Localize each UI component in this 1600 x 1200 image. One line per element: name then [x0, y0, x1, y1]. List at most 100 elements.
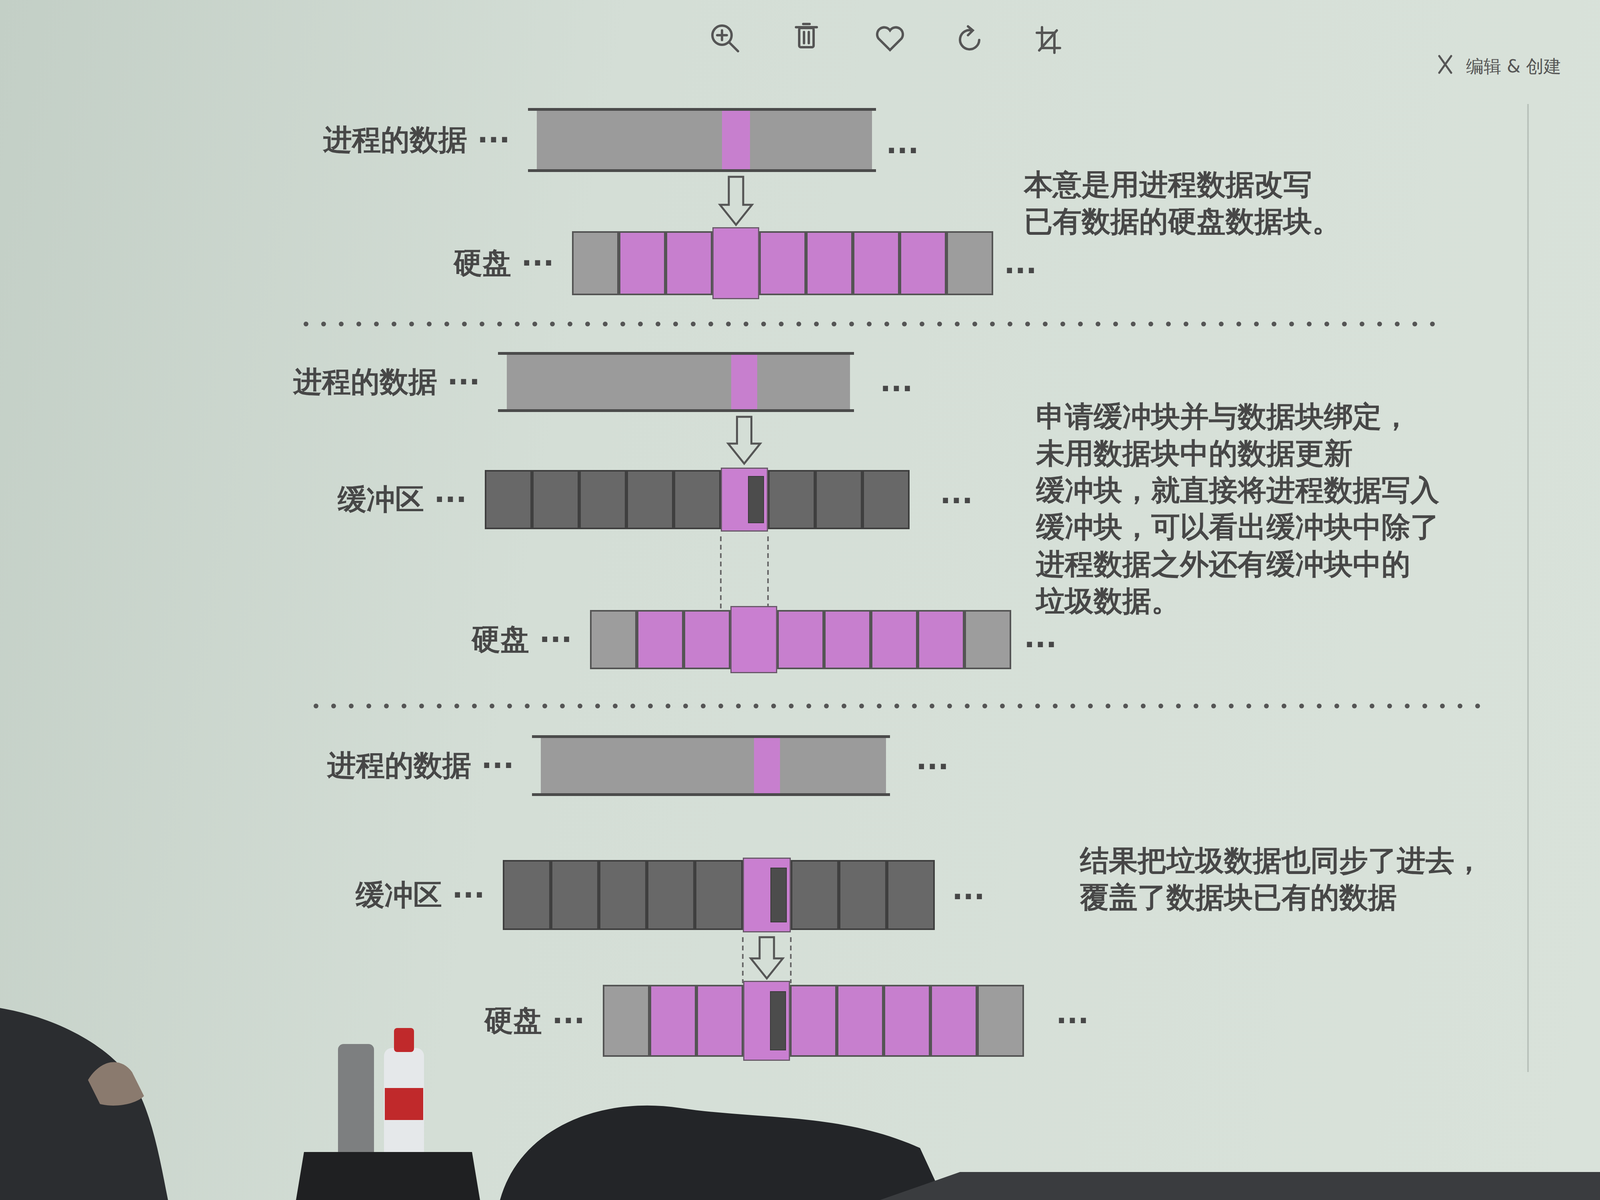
separator-dot	[1183, 321, 1189, 327]
buffer-block	[550, 860, 599, 930]
separator-dot	[338, 321, 344, 327]
separator-dot	[1324, 321, 1330, 327]
buffer-bar: 缓冲区 ···	[484, 470, 910, 530]
separator-dot	[876, 703, 882, 709]
separator-dot	[374, 321, 379, 327]
separator-dot	[1025, 321, 1030, 327]
separator-dot	[1334, 703, 1340, 709]
separator-dot	[1218, 321, 1224, 327]
separator-dot	[1211, 703, 1216, 709]
separator-dot	[1158, 703, 1164, 709]
separator-dot	[673, 321, 678, 327]
separator-dot	[849, 321, 854, 327]
disk-block	[883, 984, 931, 1057]
disk-block	[649, 984, 697, 1057]
toolbar-text: 编辑 & 创建	[1466, 55, 1562, 78]
separator-dot	[1017, 703, 1023, 709]
separator-dot	[391, 321, 397, 327]
separator-dot	[990, 321, 995, 327]
toolbar-icons	[712, 24, 1452, 73]
disk-bar: 硬盘 ···	[572, 231, 994, 296]
separator-dot	[595, 703, 600, 709]
separator-dot	[1176, 703, 1181, 709]
separator-dot	[894, 703, 900, 709]
separator-dot	[954, 321, 960, 327]
separator-dot	[1387, 703, 1392, 709]
disk-block	[790, 984, 837, 1057]
separator-dot	[1359, 321, 1365, 327]
disk-block	[777, 610, 824, 670]
buffer-block	[815, 470, 863, 530]
separator-dot	[982, 703, 988, 709]
separator-dot	[303, 321, 309, 327]
target-disk-block	[730, 606, 778, 674]
separator-dot	[419, 703, 424, 709]
separator-dot	[560, 703, 565, 709]
separator-dot	[462, 321, 467, 327]
disk-block	[917, 610, 965, 670]
target-disk-block	[743, 980, 790, 1061]
separator-dot	[912, 703, 917, 709]
separator-dot	[638, 321, 643, 327]
separator-dot	[753, 703, 759, 709]
separator-dot	[313, 703, 319, 709]
separator-dot	[630, 703, 636, 709]
separator-dot	[1088, 703, 1093, 709]
row-label: 进程的数据 ···	[293, 362, 480, 402]
separator-dot	[736, 703, 741, 709]
separator-dot	[831, 321, 837, 327]
separator-dot	[690, 321, 696, 327]
separator-dot	[1193, 703, 1199, 709]
separator-dot	[401, 703, 407, 709]
separator-dot	[1000, 703, 1005, 709]
hollow-arrow	[728, 416, 761, 464]
ellipsis: ···	[1056, 1002, 1089, 1039]
buffer-bar: 缓冲区 ···	[502, 860, 935, 930]
separator-dot	[436, 703, 442, 709]
buffer-block	[626, 470, 674, 530]
separator-dot	[1412, 321, 1418, 327]
separator-dot	[1377, 321, 1382, 327]
separator-dot	[1352, 703, 1357, 709]
note-text: 申请缓冲块并与数据块绑定， 未用数据块中的数据更新 缓冲块，就直接将进程数据写入…	[1036, 398, 1454, 620]
separator-dot	[726, 321, 731, 327]
separator-dot	[824, 703, 829, 709]
separator-dot	[1369, 703, 1375, 709]
ellipsis: ···	[886, 132, 919, 169]
separator-dot	[444, 321, 450, 327]
separator-dot	[1035, 703, 1040, 709]
separator-dot	[454, 703, 460, 709]
dotted-separator	[303, 321, 1435, 327]
disk-block	[590, 610, 637, 670]
separator-dot	[602, 321, 608, 327]
separator-dot	[426, 321, 432, 327]
separator-dot	[884, 321, 890, 327]
separator-dot	[479, 321, 485, 327]
separator-dot	[1271, 321, 1277, 327]
buffer-block	[646, 860, 695, 930]
bound-buffer-block	[720, 467, 768, 532]
disk-block	[930, 984, 978, 1057]
write-arrow	[728, 416, 761, 464]
separator-dot	[1060, 321, 1066, 327]
buffer-block	[579, 470, 627, 530]
separator-dot	[585, 321, 590, 327]
separator-dot	[497, 321, 502, 327]
separator-dot	[814, 321, 819, 327]
separator-dot	[761, 321, 766, 327]
disk-block	[824, 610, 871, 670]
write-arrow	[720, 176, 752, 225]
ellipsis: ···	[1004, 252, 1037, 289]
separator-dot	[1201, 321, 1206, 327]
separator-dot	[331, 703, 336, 709]
garbage-data	[770, 867, 787, 923]
disk-bar: 硬盘 ···	[590, 610, 1012, 670]
separator-dot	[771, 703, 776, 709]
hollow-arrow	[750, 937, 783, 979]
row-label: 进程的数据 ···	[327, 746, 514, 785]
row-label: 硬盘 ···	[471, 620, 572, 659]
separator-dot	[964, 703, 970, 709]
separator-dot	[665, 703, 671, 709]
ellipsis: ···	[916, 748, 949, 785]
